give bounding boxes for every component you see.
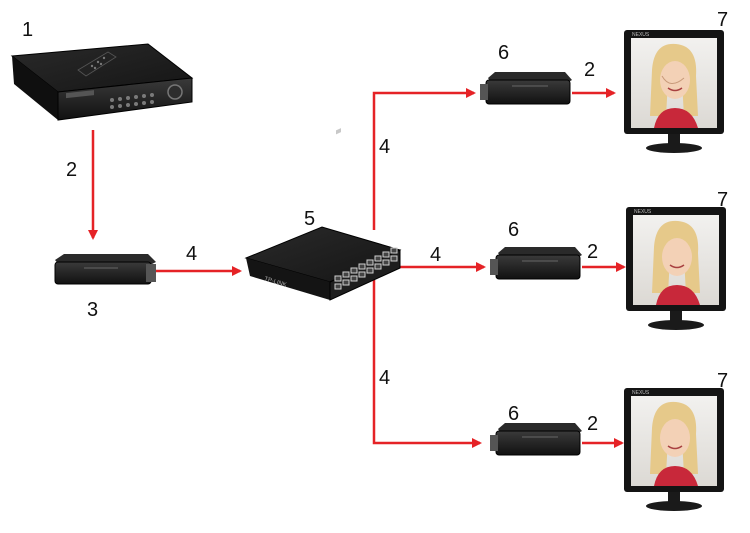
- network-switch-icon: TP-LINK: [244, 128, 402, 301]
- dvr-recorder-icon: [10, 43, 194, 121]
- link-receiver-monitor-bottom-label: 2: [587, 413, 599, 435]
- switch-number-label: 5: [304, 208, 316, 230]
- receiver-middle-number-label: 6: [508, 219, 520, 241]
- dvr-number-label: 1: [22, 19, 34, 41]
- link-transmitter-switch-label: 4: [186, 243, 198, 265]
- receiver-bottom-number-label: 6: [508, 403, 520, 425]
- monitor-bottom-icon: NEXUS: [624, 388, 724, 511]
- monitor-middle-icon: NEXUS: [626, 207, 726, 330]
- link-switch-receiver-middle-label: 4: [430, 244, 442, 266]
- monitor-bottom-number-label: 7: [717, 370, 729, 392]
- hdmi-receiver-top-icon: [480, 72, 572, 105]
- monitor-middle-badge: NEXUS: [634, 209, 652, 215]
- link-switch-receiver-top-label: 4: [379, 136, 391, 158]
- arrow-switch-to-receiver-top: [372, 88, 476, 230]
- link-receiver-monitor-middle-label: 2: [587, 241, 599, 263]
- hdmi-transmitter-icon: [54, 254, 156, 285]
- link-switch-receiver-bottom-label: 4: [379, 367, 391, 389]
- monitor-top-icon: NEXUS: [624, 30, 724, 153]
- monitor-bottom-badge: NEXUS: [632, 390, 650, 396]
- monitor-middle-number-label: 7: [717, 189, 729, 211]
- hdmi-receiver-bottom-icon: [490, 423, 582, 456]
- monitor-top-number-label: 7: [717, 9, 729, 31]
- hdmi-receiver-middle-icon: [490, 247, 582, 280]
- link-dvr-transmitter-label: 2: [66, 159, 78, 181]
- monitor-top-badge: NEXUS: [632, 32, 650, 38]
- arrow-switch-to-receiver-bottom: [372, 280, 482, 448]
- link-receiver-monitor-top-label: 2: [584, 59, 596, 81]
- receiver-top-number-label: 6: [498, 42, 510, 64]
- transmitter-number-label: 3: [87, 299, 99, 321]
